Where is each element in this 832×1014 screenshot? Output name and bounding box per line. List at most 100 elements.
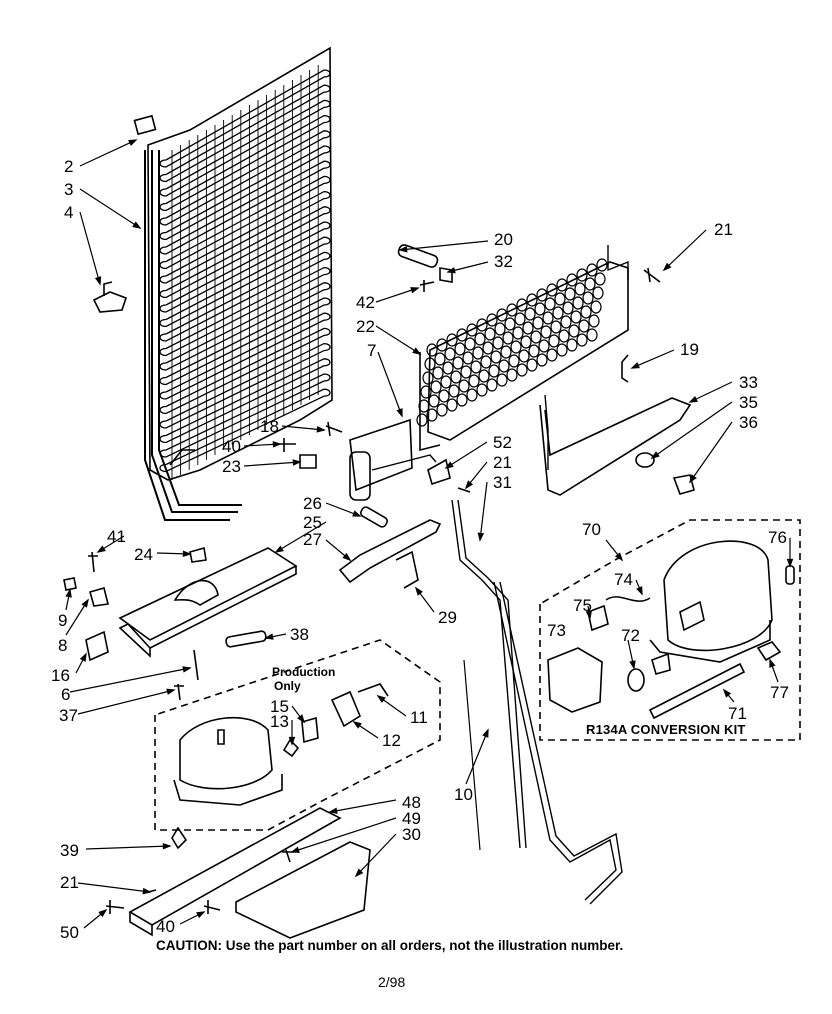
evaporator-fin: [591, 301, 601, 313]
leader-arrowhead: [466, 481, 472, 488]
evaporator-coil: [417, 245, 628, 450]
part-39-grommet: [172, 828, 186, 848]
evaporator-fin: [565, 288, 575, 300]
label-39: 39: [60, 841, 79, 860]
evaporator-fin: [457, 394, 467, 406]
condenser-loop: [160, 344, 330, 428]
evaporator-fin: [459, 380, 469, 392]
production-only-box: [155, 640, 440, 830]
leader-arrowhead: [630, 661, 635, 668]
evaporator-fin: [467, 389, 477, 401]
leader-arrowhead: [378, 696, 385, 702]
evaporator-fin: [435, 353, 445, 365]
condenser-loop: [160, 359, 330, 443]
label-29: 29: [438, 608, 457, 627]
condenser-loop: [160, 328, 330, 413]
evaporator-fin: [569, 325, 579, 337]
part-13-grommet: [284, 740, 298, 756]
leader-line: [78, 690, 174, 714]
part-52-clamp: [428, 460, 470, 492]
leader-arrowhead: [66, 590, 71, 597]
evaporator-fin: [433, 367, 443, 379]
condenser-loop: [160, 268, 330, 356]
part-73-relay: [548, 648, 602, 712]
condenser-loop: [160, 161, 330, 254]
evaporator-fin: [525, 308, 535, 320]
part-30-bracket: [236, 842, 370, 938]
leader-line: [70, 668, 190, 692]
label-33: 33: [739, 373, 758, 392]
part-41-screw: [88, 552, 98, 572]
evaporator-fin: [499, 360, 509, 372]
leader-arrowhead: [197, 912, 204, 917]
evaporator-fin: [559, 330, 569, 342]
leader-arrowhead: [724, 690, 730, 697]
evaporator-fin: [489, 365, 499, 377]
evaporator-fin: [589, 315, 599, 327]
evaporator-fin: [567, 339, 577, 351]
evaporator-fin: [419, 400, 429, 412]
label-6: 6: [61, 685, 71, 704]
leader-arrowhead: [330, 808, 337, 813]
evaporator-fin: [549, 335, 559, 347]
label-9: 9: [58, 611, 68, 630]
evaporator-fin: [417, 414, 427, 426]
label-72: 72: [621, 626, 640, 645]
evaporator-fin: [447, 399, 457, 411]
part-16-block: [86, 632, 108, 660]
part-11-cover: [358, 684, 388, 696]
part-10-tube: [452, 500, 622, 904]
evaporator-fin: [501, 346, 511, 358]
label-27: 27: [303, 530, 322, 549]
evaporator-fin: [443, 362, 453, 374]
condenser-loop: [160, 85, 330, 181]
part-8-clip: [90, 588, 108, 606]
evaporator-fin: [437, 339, 447, 351]
evaporator-fin: [507, 304, 517, 316]
evaporator-fin: [483, 342, 493, 354]
evaporator-fin: [487, 379, 497, 391]
evaporator-fin: [437, 404, 447, 416]
leader-arrowhead: [400, 247, 407, 252]
evaporator-fin: [587, 329, 597, 341]
leader-arrowhead: [353, 511, 360, 516]
evaporator-fin: [473, 347, 483, 359]
evaporator-fin: [537, 354, 547, 366]
leader-arrowhead: [632, 363, 639, 368]
condenser-loop: [160, 192, 330, 283]
evaporator-fin: [597, 259, 607, 271]
part-21-screw-top: [644, 268, 660, 282]
leader-line: [356, 834, 396, 876]
part-72-clip: [652, 654, 670, 674]
label-22: 22: [356, 317, 375, 336]
leader-arrowhead: [163, 844, 170, 849]
part-74-wire: [606, 597, 650, 601]
condenser-loop: [160, 116, 330, 211]
evaporator-fin: [471, 361, 481, 373]
leader-arrowhead: [266, 634, 273, 639]
part-48-rail: [130, 808, 340, 935]
leader-arrowhead: [81, 654, 86, 661]
leader-line: [446, 442, 487, 468]
label-38: 38: [290, 625, 309, 644]
condenser-loop: [160, 283, 330, 370]
leader-arrowhead: [416, 588, 422, 595]
part-26-tube: [359, 506, 388, 529]
leader-line: [378, 352, 402, 416]
part-71-drier: [650, 664, 744, 718]
leader-arrowhead: [356, 870, 362, 876]
caution-note: CAUTION: Use the part number on all orde…: [156, 938, 624, 953]
evaporator-fin: [439, 390, 449, 402]
label-23: 23: [222, 457, 241, 476]
leader-arrowhead: [788, 559, 793, 566]
evaporator-fin: [463, 352, 473, 364]
evaporator-fin: [495, 323, 505, 335]
evaporator-fin: [547, 284, 557, 296]
label-42: 42: [356, 293, 375, 312]
evaporator-fin: [451, 371, 461, 383]
part-42-screw: [420, 280, 434, 292]
evaporator-fin: [557, 279, 567, 291]
evaporator-fin: [485, 328, 495, 340]
label-21-base: 21: [60, 873, 79, 892]
